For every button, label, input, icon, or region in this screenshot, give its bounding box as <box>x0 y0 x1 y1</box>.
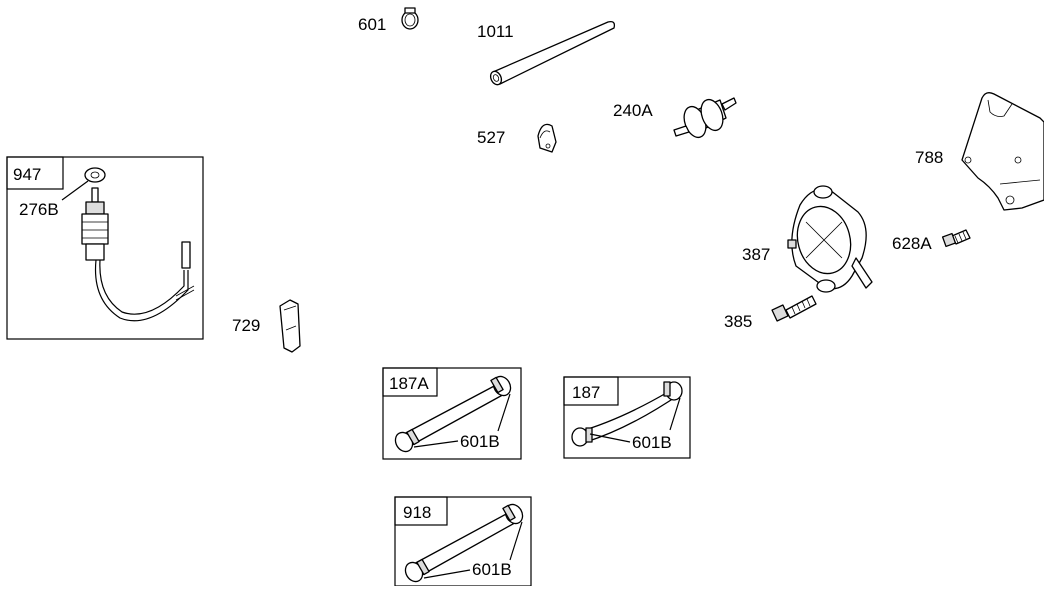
kit-947-frame <box>6 156 204 340</box>
label-276b: 276B <box>19 200 59 219</box>
leader-276b <box>61 180 89 201</box>
part-385-bolt <box>771 295 817 322</box>
kit-918 <box>394 496 532 587</box>
kit-187a <box>382 367 522 460</box>
label-187a: 187A <box>389 374 429 393</box>
label-628a: 628A <box>892 234 932 253</box>
label-387: 387 <box>742 245 770 264</box>
label-947: 947 <box>13 165 41 184</box>
leader-187a-2 <box>497 393 511 432</box>
kit-187-frame <box>563 376 691 459</box>
label-918-clamp: 601B <box>472 560 512 579</box>
label-187-clamp: 601B <box>632 433 672 452</box>
label-527: 527 <box>477 128 505 147</box>
kit-187 <box>563 376 691 459</box>
label-187: 187 <box>572 383 600 402</box>
label-729: 729 <box>232 316 260 335</box>
label-1011: 1011 <box>477 22 514 41</box>
leader-918-1 <box>423 569 471 579</box>
kit-918-tag <box>394 496 448 526</box>
part-1011-hose <box>489 20 616 86</box>
leader-918-2 <box>509 521 523 561</box>
part-788-bracket <box>961 92 1044 211</box>
kit-947-tag <box>6 156 64 190</box>
label-918: 918 <box>403 503 431 522</box>
part-387-fuel-pump <box>787 185 873 293</box>
label-385: 385 <box>724 312 752 331</box>
leader-187-2 <box>669 397 681 431</box>
part-240a-filter <box>673 97 737 139</box>
label-788: 788 <box>915 148 943 167</box>
kit-187a-frame <box>382 367 522 460</box>
part-729-clip <box>279 299 301 353</box>
kit-187a-tag <box>382 367 438 397</box>
leader-187a-1 <box>413 440 459 448</box>
part-527-clip <box>537 123 557 153</box>
part-601-clamp <box>401 7 419 30</box>
label-240a: 240A <box>613 101 653 120</box>
leader-187-1 <box>589 433 631 443</box>
label-187a-clamp: 601B <box>460 432 500 451</box>
part-628a-screw <box>941 229 971 248</box>
kit-947 <box>6 156 204 340</box>
kit-187-tag <box>563 376 619 406</box>
label-601: 601 <box>358 15 386 34</box>
